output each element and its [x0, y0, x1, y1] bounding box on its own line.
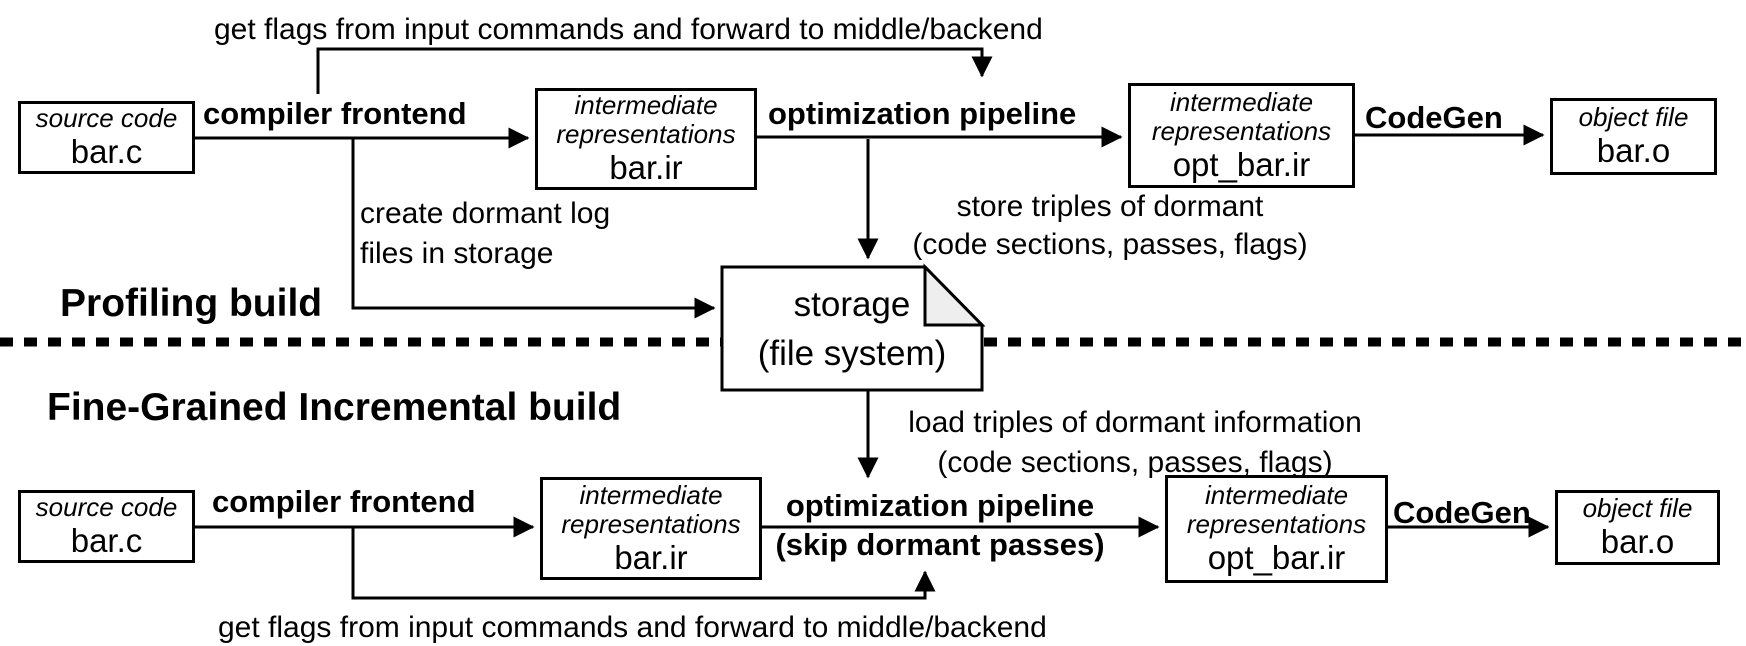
optimization-pipeline-label-line2-row2: (skip dormant passes) [775, 527, 1105, 562]
storage-name: storage [793, 284, 911, 324]
opt-ir-box-row2: intermediate representations opt_bar.ir [1165, 475, 1388, 583]
opt-ir-name-row1: opt_bar.ir [1172, 145, 1311, 183]
annotation-store-triples-line1: store triples of dormant [956, 190, 1264, 223]
source-code-name-row2: bar.c [70, 522, 143, 559]
arrow-frontend-to-storage [351, 139, 716, 319]
codegen-label-row2: CodeGen [1393, 495, 1531, 530]
source-code-box-row1: source code bar.c [18, 101, 195, 174]
annotation-create-dormant-line1: create dormant log [360, 197, 611, 230]
storage-subtitle: (file system) [757, 333, 947, 373]
object-file-name-row1: bar.o [1596, 132, 1671, 169]
annotation-create-dormant-line2: files in storage [360, 237, 554, 270]
compiler-frontend-label-row1: compiler frontend [203, 96, 467, 131]
opt-ir-name-row2: opt_bar.ir [1207, 539, 1346, 576]
ir-caption-line2-row2: representations [561, 508, 741, 539]
ir-caption-line1-row2: intermediate [579, 479, 723, 510]
optimization-pipeline-label-row1: optimization pipeline [768, 96, 1077, 131]
object-file-caption-row1: object file [1578, 102, 1689, 132]
opt-ir-caption-line2-row2: representations [1186, 509, 1367, 539]
opt-ir-caption-line1-row2: intermediate [1204, 480, 1349, 510]
source-code-box-row2: source code bar.c [18, 490, 195, 563]
annotation-load-triples-line2: (code sections, passes, flags) [937, 446, 1333, 479]
annotation-create-dormant: create dormant log files in storage [360, 194, 610, 274]
ir-name-row2: bar.ir [614, 538, 688, 576]
annotation-load-triples-line1: load triples of dormant information [908, 406, 1362, 439]
source-code-name-row1: bar.c [70, 133, 143, 170]
annotation-get-flags-top: get flags from input commands and forwar… [214, 13, 1043, 46]
compiler-frontend-label-row2: compiler frontend [212, 484, 476, 519]
section-label-profiling-build: Profiling build [60, 282, 323, 325]
object-file-box-row2: object file bar.o [1555, 490, 1720, 565]
storage-box-text: storage (file system) [722, 267, 982, 390]
opt-ir-box-row1: intermediate representations opt_bar.ir [1128, 83, 1355, 188]
opt-ir-caption-line1-row1: intermediate [1169, 86, 1314, 117]
codegen-label-row1: CodeGen [1365, 100, 1503, 135]
source-code-caption-row1: source code [35, 103, 178, 133]
ir-name-row1: bar.ir [609, 149, 683, 186]
opt-ir-caption-line2-row1: representations [1151, 115, 1332, 146]
arrow-get-flags-bottom [351, 528, 936, 600]
object-file-box-row1: object file bar.o [1550, 98, 1717, 175]
optimization-pipeline-label-row2: optimization pipeline (skip dormant pass… [745, 486, 1135, 564]
annotation-store-triples: store triples of dormant (code sections,… [880, 188, 1340, 264]
section-label-incremental-build: Fine-Grained Incremental build [47, 386, 622, 429]
ir-box-row1: intermediate representations bar.ir [535, 88, 757, 190]
object-file-name-row2: bar.o [1600, 523, 1675, 560]
ir-caption-line1-row1: intermediate [574, 90, 718, 120]
arrow-get-flags-top [316, 47, 993, 94]
storage-folded-corner [923, 263, 986, 327]
annotation-get-flags-bottom: get flags from input commands and forwar… [218, 611, 1047, 644]
storage-document-shape [720, 263, 986, 392]
annotation-load-triples: load triples of dormant information (cod… [870, 403, 1400, 483]
annotation-store-triples-line2: (code sections, passes, flags) [912, 228, 1308, 261]
optimization-pipeline-label-line1-row2: optimization pipeline [785, 488, 1095, 523]
ir-caption-line2-row1: representations [556, 119, 736, 149]
ir-box-row2: intermediate representations bar.ir [540, 477, 762, 580]
source-code-caption-row2: source code [35, 492, 178, 522]
object-file-caption-row2: object file [1582, 493, 1693, 523]
